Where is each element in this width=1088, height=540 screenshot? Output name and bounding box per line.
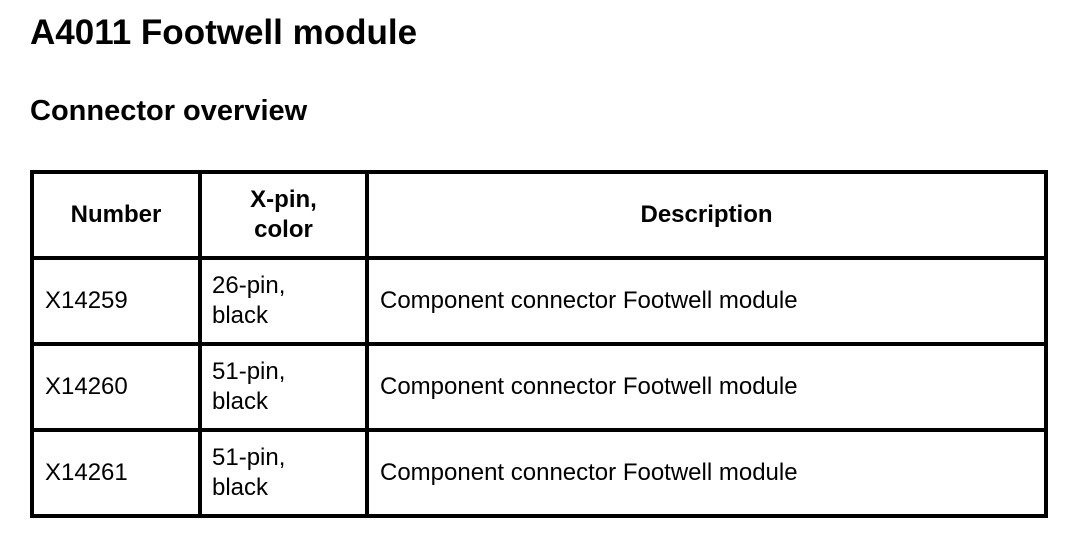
description-cell: Component connector Footwell module <box>365 428 1048 518</box>
pin-color-cell: 51-pin, black <box>198 342 369 432</box>
pin-color-text: 51-pin, black <box>212 358 286 415</box>
pin-color-cell: 26-pin, black <box>198 256 369 346</box>
header-pin-color-label: X-pin, color <box>250 186 317 243</box>
header-number: Number <box>30 170 202 260</box>
connector-number-cell: X14260 <box>30 342 202 432</box>
table-header-row: Number X-pin, color Description <box>30 170 1048 260</box>
table-row: X14260 51-pin, black Component connector… <box>30 342 1048 432</box>
pin-color-text: 26-pin, black <box>212 272 286 329</box>
connector-number-cell: X14259 <box>30 256 202 346</box>
section-title: Connector overview <box>30 95 308 127</box>
connector-table: Number X-pin, color Description X14259 2… <box>30 170 1048 518</box>
description-cell: Component connector Footwell module <box>365 342 1048 432</box>
table-body: X14259 26-pin, black Component connector… <box>30 256 1048 518</box>
page-title: A4011 Footwell module <box>30 13 418 52</box>
connector-number-cell: X14261 <box>30 428 202 518</box>
description-cell: Component connector Footwell module <box>365 256 1048 346</box>
table-header: Number X-pin, color Description <box>30 170 1048 260</box>
table-row: X14261 51-pin, black Component connector… <box>30 428 1048 518</box>
pin-color-cell: 51-pin, black <box>198 428 369 518</box>
header-pin-color: X-pin, color <box>198 170 369 260</box>
pin-color-text: 51-pin, black <box>212 444 286 501</box>
table-row: X14259 26-pin, black Component connector… <box>30 256 1048 346</box>
header-description: Description <box>365 170 1048 260</box>
